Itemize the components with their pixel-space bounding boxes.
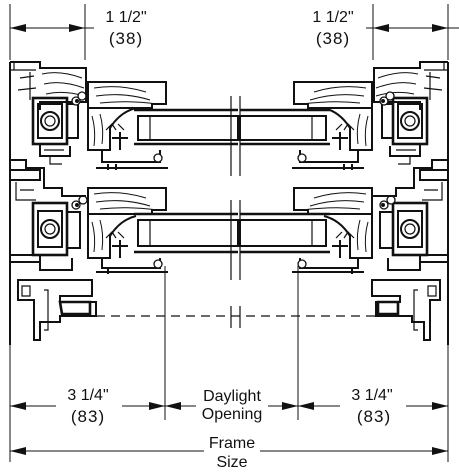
right-frame-section: [371, 61, 449, 345]
top-dimension-right: 1 1/2" (38): [300, 4, 459, 60]
dim-bottom-right-mm: (83): [357, 407, 391, 426]
top-dimension-left: 1 1/2" (38): [9, 4, 160, 60]
left-frame-section: [9, 61, 97, 345]
left-upper-hardware: [31, 91, 87, 165]
dim-top-left-inch: 1 1/2": [105, 9, 146, 26]
dim-top-right-inch: 1 1/2": [312, 9, 353, 26]
left-lower-sash: [87, 187, 168, 274]
right-lower-hardware: [379, 195, 429, 271]
dim-frame-line2: Size: [216, 454, 247, 471]
extension-lines: [9, 266, 449, 462]
dim-bottom-left-inch: 3 1/4": [67, 387, 108, 404]
left-lower-hardware: [31, 195, 88, 271]
right-upper-sash: [292, 81, 373, 170]
bottom-dimension-right: 3 1/4" (83): [298, 386, 448, 426]
right-glass-upper: [239, 108, 330, 146]
dim-top-right-mm: (38): [316, 29, 350, 48]
dim-bottom-left-mm: (83): [71, 407, 105, 426]
left-sill: [9, 262, 97, 345]
bottom-dimension-left: 3 1/4" (83): [10, 386, 165, 426]
bottom-dimension-frame: Frame Size: [10, 434, 448, 472]
right-sill: [371, 262, 449, 345]
left-upper-sash: [87, 81, 168, 170]
dim-daylight-line2: Opening: [202, 406, 263, 423]
dim-bottom-right-inch: 3 1/4": [351, 387, 392, 404]
dim-daylight-line1: Daylight: [203, 388, 261, 405]
bottom-dimension-daylight: Daylight Opening: [165, 388, 298, 424]
dim-frame-line1: Frame: [209, 435, 255, 452]
right-glass-lower: [239, 212, 330, 254]
right-lower-sash: [292, 187, 373, 274]
dim-top-left-mm: (38): [109, 29, 143, 48]
right-upper-hardware: [379, 91, 429, 165]
left-glass-upper: [134, 108, 239, 146]
left-glass-lower: [134, 212, 239, 254]
